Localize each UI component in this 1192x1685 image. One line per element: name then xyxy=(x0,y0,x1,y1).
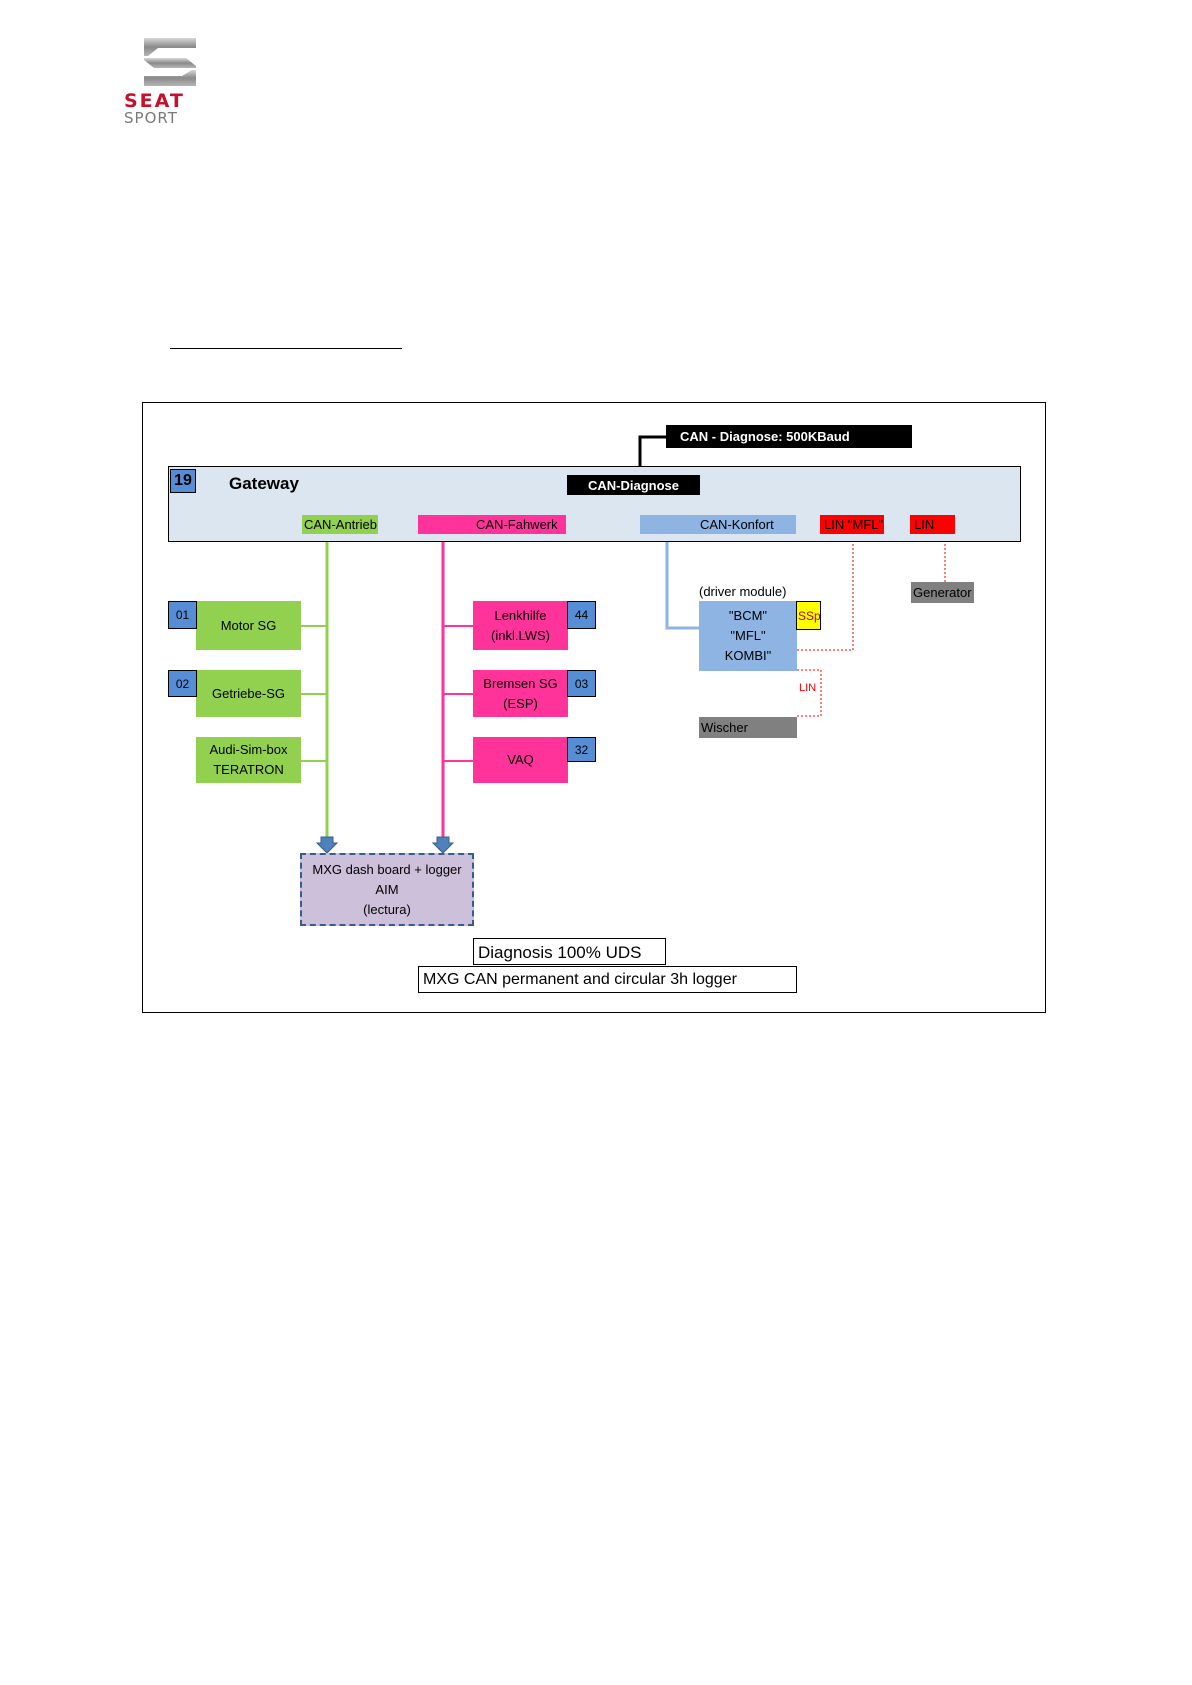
lenkhilfe-id-badge: 44 xyxy=(567,601,596,629)
gateway-id-badge: 19 xyxy=(170,469,196,493)
seat-sport-logo: SEAT SPORT xyxy=(118,36,218,126)
konfort-line xyxy=(665,536,699,630)
motor-sg-node: Motor SG xyxy=(196,601,301,650)
diagram-frame xyxy=(142,402,1046,1013)
getriebe-sg-id-badge: 02 xyxy=(168,670,197,697)
gateway-label: Gateway xyxy=(229,474,299,493)
vaq-node: VAQ xyxy=(473,737,568,783)
diag-connector xyxy=(638,435,666,476)
wischer-node: Wischer xyxy=(699,717,797,738)
bremsen-sg-node: Bremsen SG (ESP) xyxy=(473,670,568,717)
lin-small-label: LIN xyxy=(799,682,817,694)
arrow-down-icon xyxy=(431,836,455,854)
can-diagnose-bus-label: CAN - Diagnose: 500KBaud xyxy=(666,425,912,448)
audi-sim-box-node: Audi-Sim-box TERATRON xyxy=(196,737,301,783)
seat-s-logo-icon xyxy=(144,38,196,86)
note-logger: MXG CAN permanent and circular 3h logger xyxy=(418,966,797,993)
vaq-id-badge: 32 xyxy=(567,737,596,762)
arrow-down-icon xyxy=(315,836,339,854)
motor-sg-id-badge: 01 xyxy=(168,601,197,629)
mxg-dashboard-node: MXG dash board + logger AIM (lectura) xyxy=(300,853,474,926)
lin-mfl-label: LIN "MFL" xyxy=(820,515,884,534)
can-antrieb-label: CAN-Antrieb xyxy=(302,515,378,534)
bremsen-sg-id-badge: 03 xyxy=(567,670,596,697)
brand-sport: SPORT xyxy=(124,109,178,127)
ssp-badge: SSp xyxy=(796,601,821,630)
brand-seat: SEAT xyxy=(124,90,185,112)
can-konfort-label: CAN-Konfort xyxy=(640,515,796,534)
lin-mfl-line xyxy=(797,536,854,651)
generator-node: Generator xyxy=(911,582,974,603)
driver-module-node: "BCM" "MFL" KOMBI" xyxy=(699,601,797,671)
note-diagnosis: Diagnosis 100% UDS xyxy=(473,938,666,965)
lin-label: LIN xyxy=(910,515,955,534)
can-fahwerk-label: CAN-Fahwerk xyxy=(418,515,566,534)
lin-wischer-line xyxy=(797,669,822,717)
lenkhilfe-node: Lenkhilfe (inkl.LWS) xyxy=(473,601,568,650)
getriebe-sg-node: Getriebe-SG xyxy=(196,670,301,717)
can-diagnose-port: CAN-Diagnose xyxy=(567,475,700,495)
driver-module-caption: (driver module) xyxy=(699,584,787,599)
heading-underline xyxy=(170,348,402,349)
